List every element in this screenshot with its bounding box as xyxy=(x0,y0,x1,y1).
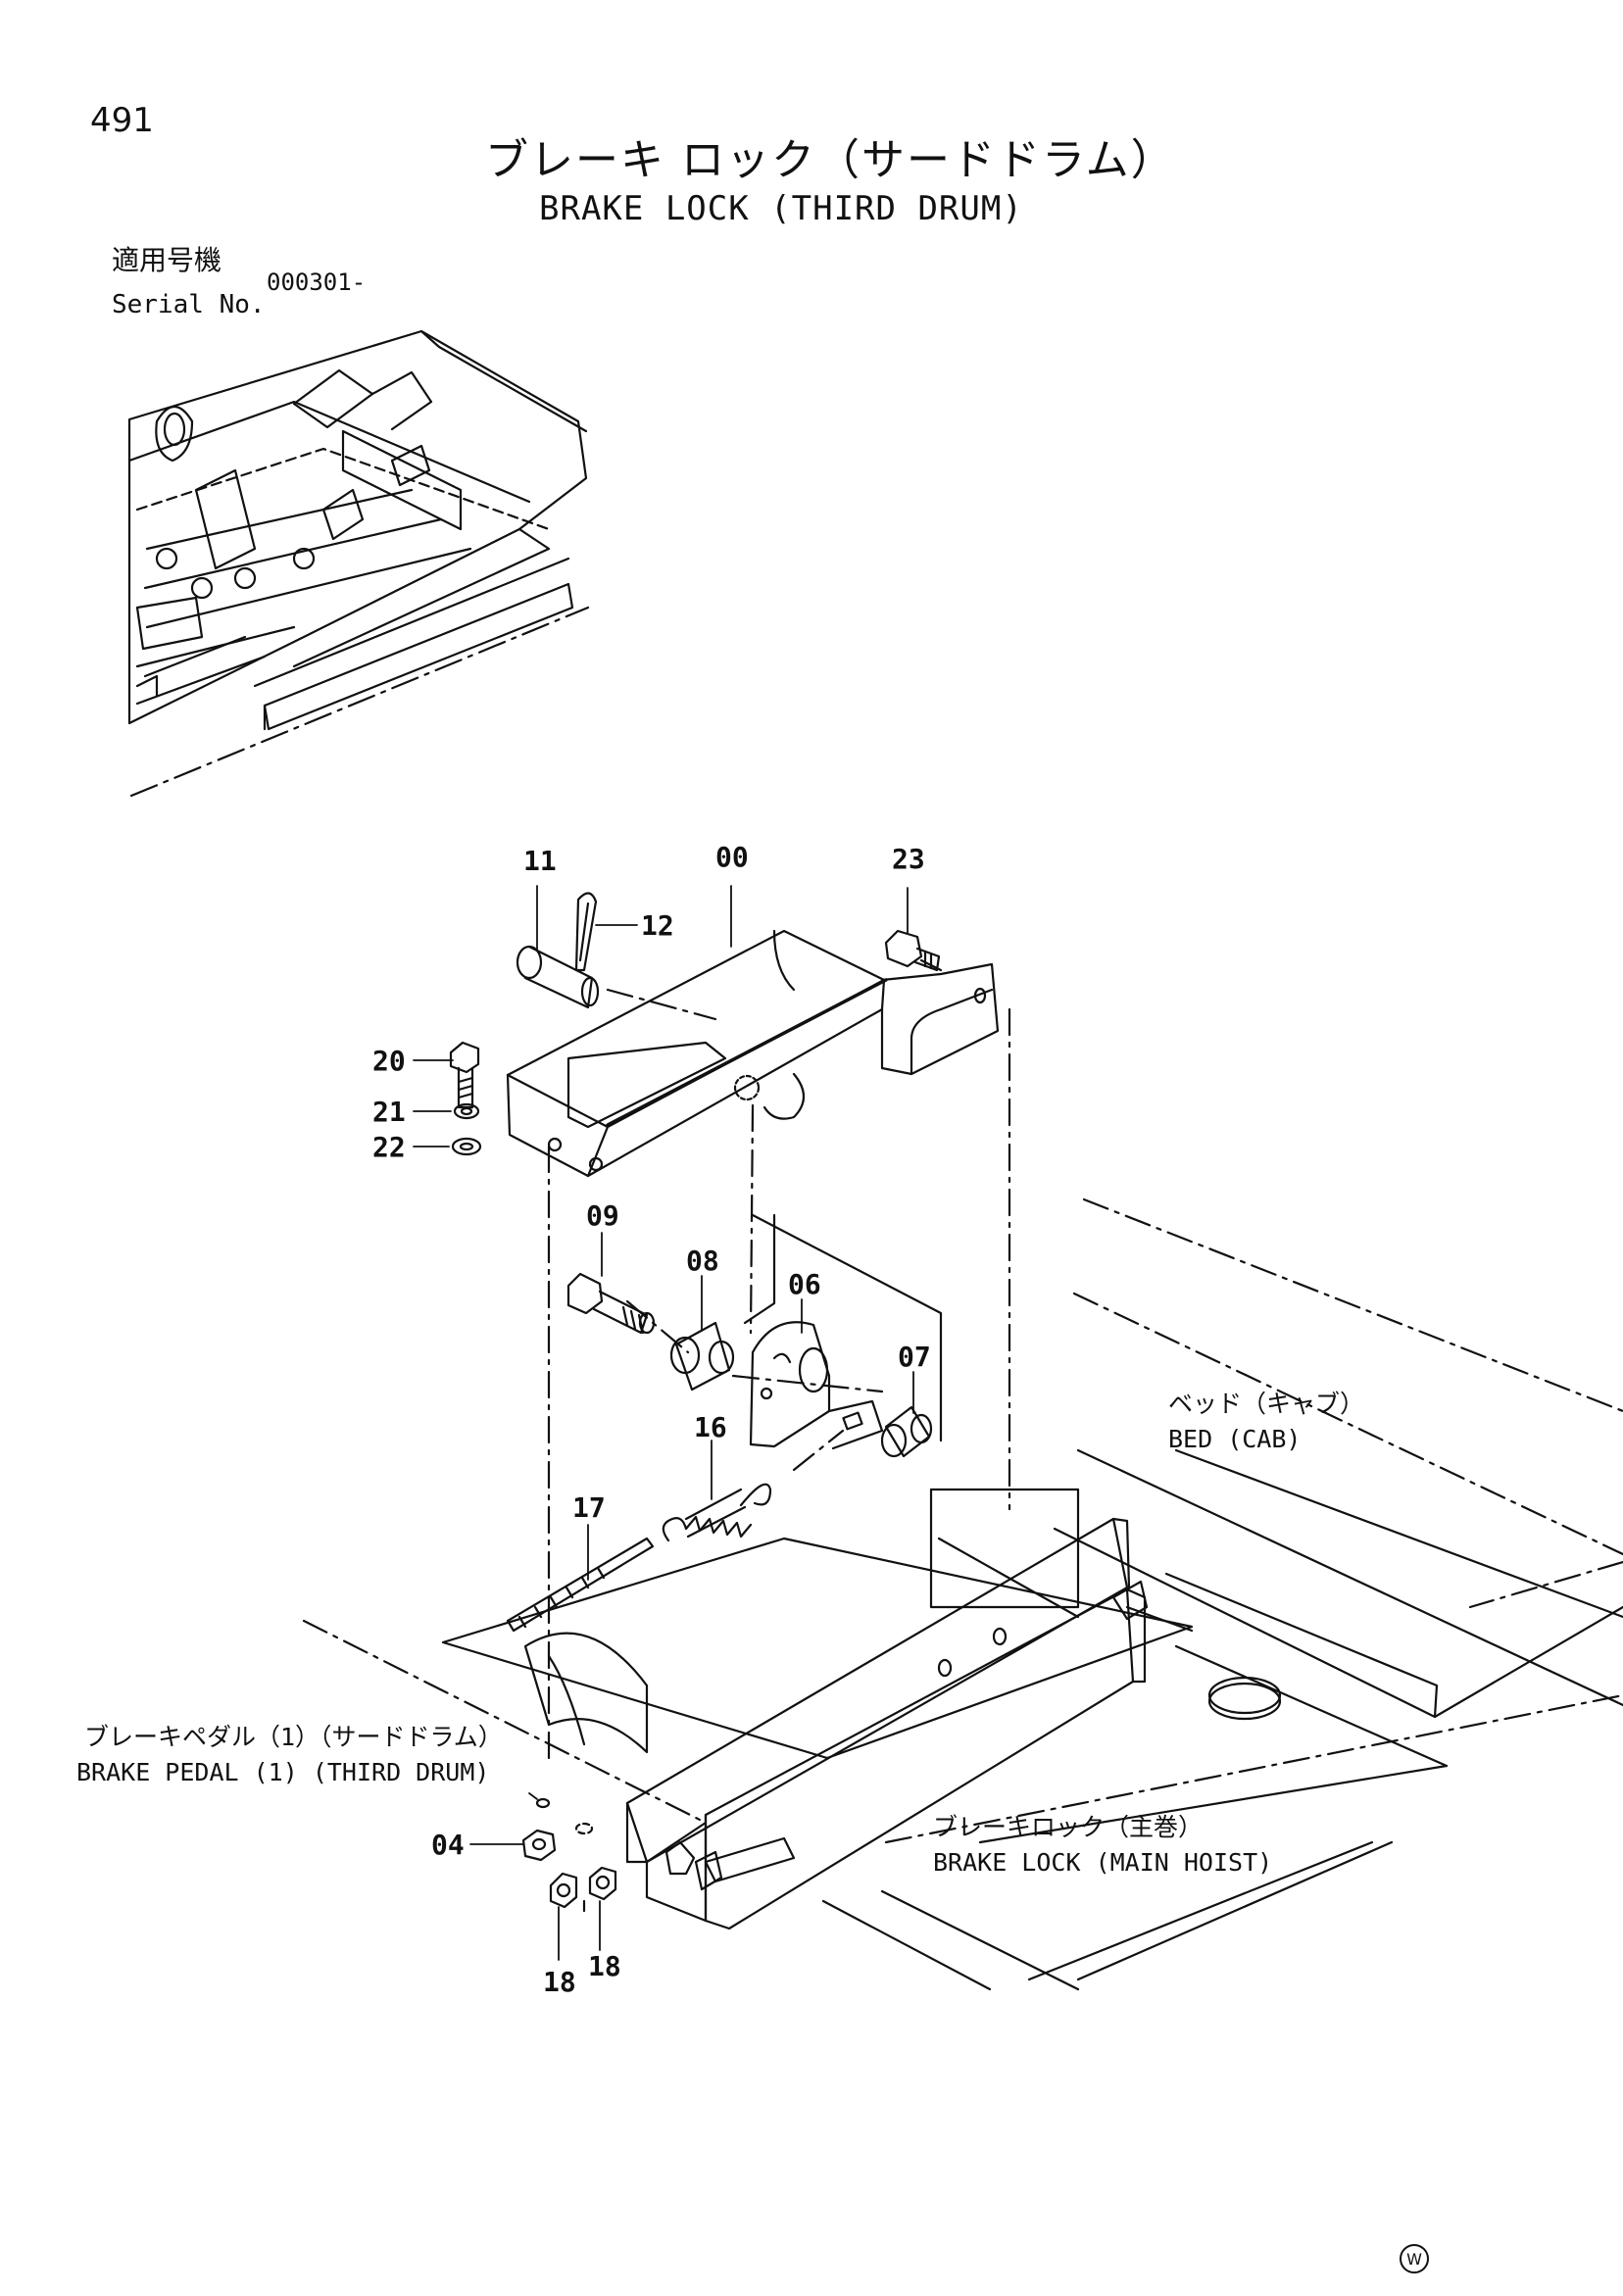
publisher-mark-letter: W xyxy=(1406,2250,1422,2269)
callout-00: 00 xyxy=(715,841,749,873)
upper-bracket-part-00 xyxy=(506,929,1000,1178)
page-title-japanese: ブレーキ ロック（サードドラム） xyxy=(485,135,1176,185)
callout-09: 09 xyxy=(586,1199,619,1232)
callout-labels: 11 00 23 12 20 21 22 09 08 06 07 16 17 0… xyxy=(372,841,931,1998)
callout-17: 17 xyxy=(572,1491,606,1524)
lock-washer-part-21 xyxy=(453,1102,480,1120)
main-hoist-label-japanese: ブレーキロック（主巻） xyxy=(933,1813,1204,1841)
lower-base-plate xyxy=(441,1488,1194,1760)
bolt-part-23 xyxy=(884,929,941,972)
overview-illustration xyxy=(127,329,590,798)
page-number: 491 xyxy=(90,101,154,140)
brake-pedal-label-japanese: ブレーキペダル（1）（サードドラム） xyxy=(84,1723,503,1751)
bed-cab-frame xyxy=(978,1572,1449,1844)
cotter-pin-part-12 xyxy=(574,892,598,972)
publisher-mark: W xyxy=(1398,2242,1431,2280)
callout-12: 12 xyxy=(641,909,674,942)
spring-part-16 xyxy=(662,1483,772,1542)
bed-cab-label-english: BED (CAB) xyxy=(1168,1425,1302,1453)
callout-18-right: 18 xyxy=(588,1950,621,1982)
nut-part-18-left xyxy=(549,1872,578,1909)
pin-part-11 xyxy=(516,945,600,1009)
nut-part-18-right xyxy=(582,1866,617,1913)
nut-part-04 xyxy=(521,1797,594,1862)
callout-22: 22 xyxy=(372,1131,406,1163)
callout-16: 16 xyxy=(694,1411,727,1443)
callout-21: 21 xyxy=(372,1096,406,1128)
serial-label-english: Serial No. xyxy=(112,290,266,319)
callout-04: 04 xyxy=(431,1829,465,1861)
washer-part-22 xyxy=(451,1137,482,1156)
callout-20: 20 xyxy=(372,1045,406,1077)
callout-06: 06 xyxy=(788,1268,821,1300)
callout-leaders xyxy=(413,885,914,1961)
circled-w-icon: W xyxy=(1400,2244,1429,2273)
threaded-rod-part-17 xyxy=(506,1537,655,1633)
page-title-english: BRAKE LOCK (THIRD DRUM) xyxy=(539,189,1023,228)
serial-label-japanese: 適用号機 xyxy=(112,244,222,276)
main-hoist-label-english: BRAKE LOCK (MAIN HOIST) xyxy=(933,1848,1273,1877)
frame-outline-lines xyxy=(743,1213,1623,1991)
bolt-part-09 xyxy=(566,1272,656,1335)
callout-07: 07 xyxy=(898,1341,931,1373)
bed-cab-label-japanese: ベッド（キャブ） xyxy=(1168,1390,1365,1418)
callout-18-left: 18 xyxy=(543,1966,576,1998)
collar-part-07 xyxy=(880,1405,933,1458)
callout-23: 23 xyxy=(892,843,925,875)
bolt-part-20 xyxy=(449,1041,480,1109)
brake-pedal-label-english: BRAKE PEDAL (1) (THIRD DRUM) xyxy=(76,1758,490,1786)
lower-brake-lock-channel xyxy=(625,1517,1194,1930)
callout-11: 11 xyxy=(523,845,557,877)
bracket-block-part-06 xyxy=(749,1321,884,1450)
callout-08: 08 xyxy=(686,1245,719,1277)
collar-part-08 xyxy=(669,1321,735,1392)
serial-number-value: 000301- xyxy=(267,269,367,296)
